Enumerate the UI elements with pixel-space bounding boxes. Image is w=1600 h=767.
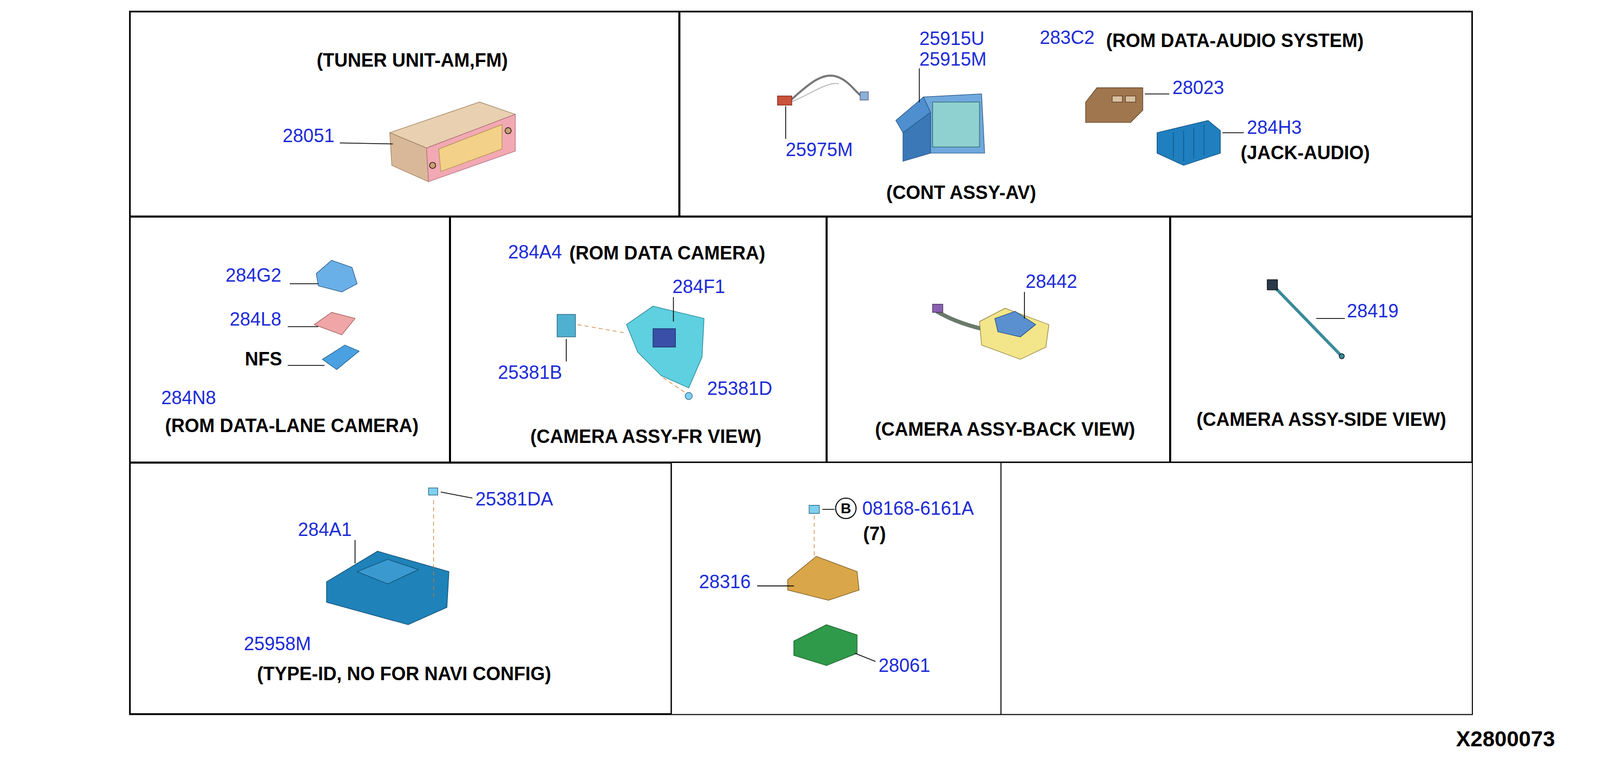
av-control-unit <box>895 68 985 162</box>
audio-jack <box>1157 120 1245 166</box>
parts-cell: (CAMERA ASSY-BACK VIEW) <box>826 216 1171 463</box>
harness <box>777 75 869 139</box>
part-note: (ROM DATA-AUDIO SYSTEM) <box>1106 31 1364 51</box>
callout-number: 28442 <box>1025 272 1078 291</box>
callout-number: 28316 <box>698 572 751 592</box>
cell-caption: (TUNER UNIT-AM,FM) <box>316 49 508 72</box>
cell-caption: (CAMERA ASSY-FR VIEW) <box>530 425 762 448</box>
parts-cell: (TYPE-ID, NO FOR NAVI CONFIG) <box>129 462 672 715</box>
callout-number: 28061 <box>878 656 930 675</box>
parts-cell: (CAMERA ASSY-SIDE VIEW) <box>1170 216 1473 463</box>
side-camera <box>1267 279 1345 359</box>
callout-number: 25915U <box>919 29 985 49</box>
part-note: (ROM DATA CAMERA) <box>569 243 766 263</box>
cell-caption: (CAMERA ASSY-BACK VIEW) <box>875 418 1136 441</box>
parts-cell: (TUNER UNIT-AM,FM) <box>129 11 680 217</box>
part-note: X2800073 <box>1455 727 1556 750</box>
callout-number: 28023 <box>1172 78 1224 98</box>
cell-caption: (CONT ASSY-AV) <box>886 181 1036 204</box>
callout-number: 284L8 <box>229 309 282 329</box>
back-camera-assembly <box>932 291 1049 360</box>
lane-camera-rom-parts <box>287 260 360 370</box>
part-note: (JACK-AUDIO) <box>1240 143 1371 163</box>
module-and-plate <box>756 498 876 666</box>
callout-number: 283C2 <box>1039 28 1095 48</box>
part-note: NFS <box>244 349 283 369</box>
navi-bracket <box>326 487 473 625</box>
cell-caption: (CAMERA ASSY-SIDE VIEW) <box>1196 408 1447 431</box>
callout-number: 284F1 <box>672 277 726 297</box>
callout-number: 25915M <box>919 50 987 69</box>
callout-number: 28051 <box>282 126 335 146</box>
cell-caption: (TYPE-ID, NO FOR NAVI CONFIG) <box>256 662 551 685</box>
callout-number: 25381D <box>707 379 773 398</box>
callout-number: 25381DA <box>475 489 553 509</box>
part-note: B <box>840 501 851 516</box>
front-camera-assembly <box>556 297 704 400</box>
tuner-unit <box>339 102 516 182</box>
callout-number: 284A1 <box>298 520 352 539</box>
callout-number: 08168-6161A <box>862 499 974 518</box>
callout-number: 284H3 <box>1246 118 1302 137</box>
audio-rom-module <box>1085 87 1170 123</box>
part-note: (7) <box>863 524 887 543</box>
parts-cell: (ROM DATA-LANE CAMERA) <box>129 216 450 463</box>
callout-number: 25975M <box>785 140 853 160</box>
callout-number: 284A4 <box>508 242 563 262</box>
callout-number: 284N8 <box>161 388 216 408</box>
callout-number: 28419 <box>1346 301 1399 321</box>
cell-caption: (ROM DATA-LANE CAMERA) <box>165 414 419 437</box>
callout-number: 25381B <box>498 363 563 382</box>
callout-number: 284G2 <box>225 266 282 285</box>
callout-number: 25958M <box>243 634 312 654</box>
